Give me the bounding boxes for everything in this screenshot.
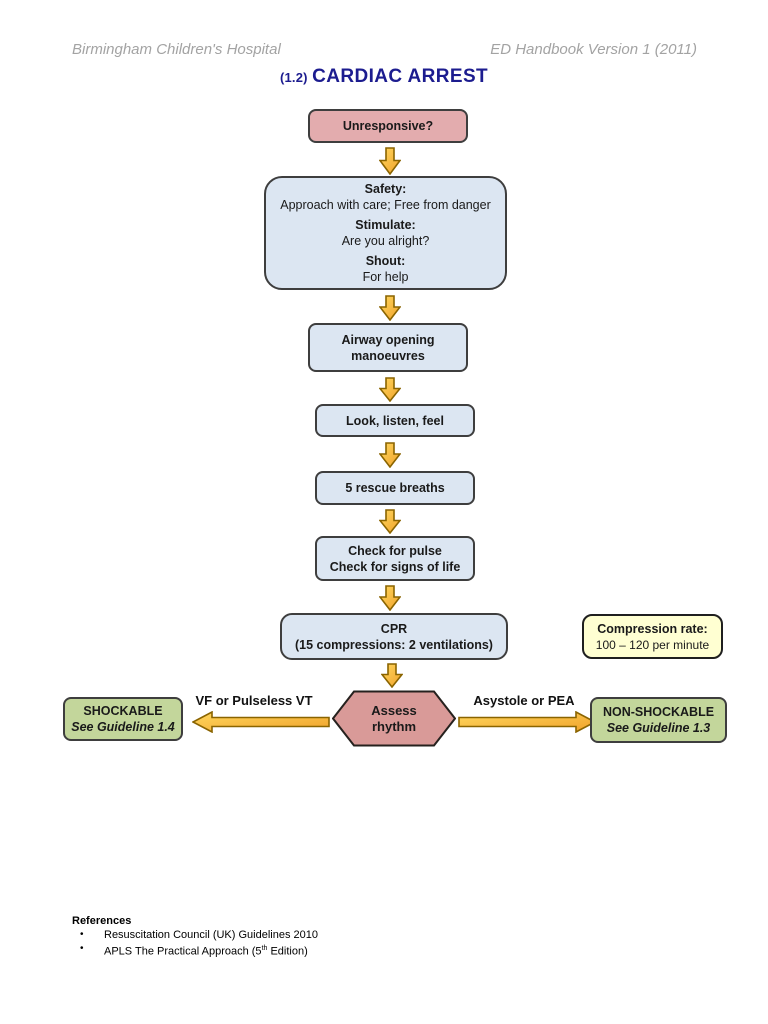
reference-item: • Resuscitation Council (UK) Guidelines … [72, 929, 318, 941]
assess-rhythm-text: Assess rhythm [332, 690, 456, 747]
safety-box: Safety: Approach with care; Free from da… [264, 176, 507, 290]
down-arrow-icon [379, 442, 401, 468]
reference-item: • APLS The Practical Approach (5th Editi… [72, 943, 318, 958]
right-arrow-icon [458, 711, 596, 733]
non-shockable-title: NON-SHOCKABLE [602, 705, 715, 719]
stimulate-text: Are you alright? [341, 234, 430, 248]
look-listen-feel-box: Look, listen, feel [315, 404, 475, 437]
shockable-box: SHOCKABLE See Guideline 1.4 [63, 697, 183, 741]
shout-text: For help [362, 270, 409, 284]
down-arrow-icon [381, 663, 403, 688]
check-pulse-line2: Check for signs of life [329, 559, 461, 574]
check-pulse-line1: Check for pulse [348, 543, 442, 558]
stimulate-label: Stimulate: [355, 218, 416, 232]
check-pulse-box: Check for pulse Check for signs of life [315, 536, 475, 581]
airway-box: Airway opening manoeuvres [308, 323, 468, 372]
title-text: CARDIAC ARREST [312, 66, 489, 87]
down-arrow-icon [379, 509, 401, 534]
bullet-icon: • [80, 943, 84, 954]
compression-rate-box: Compression rate: 100 – 120 per minute [582, 614, 723, 659]
unresponsive-box: Unresponsive? [308, 109, 468, 143]
cpr-line1: CPR [380, 621, 408, 636]
references-heading: References [72, 915, 132, 927]
safety-label: Safety: [364, 182, 407, 196]
down-arrow-icon [379, 377, 401, 402]
unresponsive-label: Unresponsive? [342, 119, 434, 133]
rescue-breaths-label: 5 rescue breaths [345, 481, 445, 495]
assess-rhythm-hexagon: Assess rhythm [331, 690, 457, 747]
shockable-subtitle: See Guideline 1.4 [71, 720, 175, 734]
safety-text: Approach with care; Free from danger [280, 198, 491, 212]
cpr-line2: (15 compressions: 2 ventilations) [295, 637, 493, 652]
down-arrow-icon [379, 585, 401, 611]
airway-line1: Airway opening [341, 332, 435, 347]
references-section: References • Resuscitation Council (UK) … [72, 915, 318, 958]
airway-line2: manoeuvres [351, 348, 425, 363]
hexagon-shape-icon [331, 690, 457, 747]
shout-label: Shout: [365, 254, 406, 268]
reference-text: APLS The Practical Approach (5th Edition… [104, 945, 308, 958]
compression-rate-value: 100 – 120 per minute [595, 637, 710, 652]
cpr-box: CPR (15 compressions: 2 ventilations) [280, 613, 508, 660]
assess-line1: Assess [371, 702, 417, 718]
down-arrow-icon [379, 295, 401, 321]
bullet-icon: • [80, 929, 84, 940]
branch-label-right: Asystole or PEA [473, 693, 575, 708]
non-shockable-subtitle: See Guideline 1.3 [606, 721, 711, 735]
assess-line2: rhythm [371, 718, 417, 734]
header-right-text: ED Handbook Version 1 (2011) [490, 41, 697, 58]
reference-text: Resuscitation Council (UK) Guidelines 20… [104, 929, 318, 941]
non-shockable-box: NON-SHOCKABLE See Guideline 1.3 [590, 697, 727, 743]
shockable-title: SHOCKABLE [83, 704, 163, 718]
page-title: (1.2) CARDIAC ARREST [0, 64, 768, 91]
left-arrow-icon [192, 711, 330, 733]
branch-label-left: VF or Pulseless VT [195, 693, 313, 708]
header-left-text: Birmingham Children's Hospital [72, 41, 281, 58]
title-number: (1.2) [279, 70, 308, 85]
look-listen-feel-label: Look, listen, feel [346, 413, 444, 428]
compression-rate-label: Compression rate: [597, 621, 708, 636]
rescue-breaths-box: 5 rescue breaths [315, 471, 475, 505]
down-arrow-icon [379, 147, 401, 175]
